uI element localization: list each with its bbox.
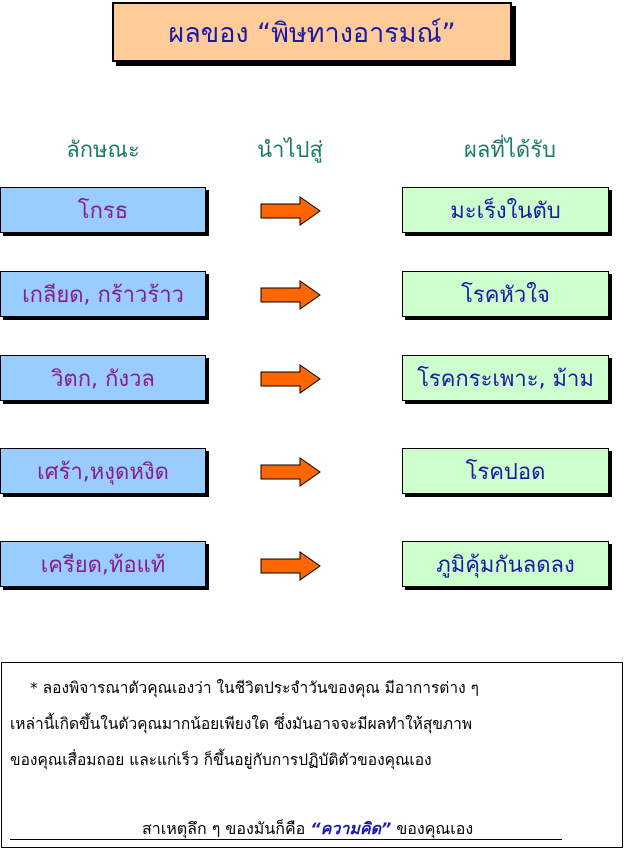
result-box-heart-disease: โรคหัวใจ bbox=[402, 271, 609, 317]
note-box: * ลองพิจารณาตัวคุณเองว่า ในชีวิตประจำวัน… bbox=[1, 662, 623, 848]
arrow-right-icon bbox=[260, 551, 321, 581]
trait-box-anxiety: วิตก, กังวล bbox=[0, 355, 206, 401]
footer-text-pre: สาเหตุลึก ๆ ของมันก็คือ bbox=[142, 819, 311, 838]
footer-highlight: “ความคิด” bbox=[310, 819, 392, 838]
result-label: มะเร็งในตับ bbox=[450, 198, 561, 224]
trait-label: เกลียด, กร้าวร้าว bbox=[22, 282, 184, 308]
arrow-right-icon bbox=[260, 280, 321, 310]
trait-label: เครียด,ท้อแท้ bbox=[40, 552, 166, 578]
trait-label: โกรธ bbox=[77, 198, 129, 224]
result-box-lung-disease: โรคปอด bbox=[402, 448, 609, 494]
result-label: ภูมิคุ้มกันลดลง bbox=[436, 552, 575, 578]
trait-label: เศร้า,หงุดหงิด bbox=[37, 459, 169, 485]
trait-box-hatred: เกลียด, กร้าวร้าว bbox=[0, 271, 206, 317]
page-title: ผลของ “พิษทางอารมณ์” bbox=[168, 17, 456, 49]
header-traits: ลักษณะ bbox=[66, 138, 140, 163]
footer-underline bbox=[10, 839, 562, 840]
note-footer: สาเหตุลึก ๆ ของมันก็คือ “ความคิด” ของคุณ… bbox=[142, 817, 473, 842]
footer-text-post: ของคุณเอง bbox=[391, 819, 474, 838]
arrow-right-icon bbox=[260, 457, 321, 487]
note-line-3: ของคุณเสื่อมถอย และแก่เร็ว ก็ขึ้นอยู่กับ… bbox=[10, 751, 432, 769]
trait-box-stress: เครียด,ท้อแท้ bbox=[0, 541, 206, 587]
arrow-right-icon bbox=[260, 364, 321, 394]
trait-label: วิตก, กังวล bbox=[51, 366, 155, 392]
note-line-1: * ลองพิจารณาตัวคุณเองว่า ในชีวิตประจำวัน… bbox=[30, 679, 479, 697]
title-box: ผลของ “พิษทางอารมณ์” bbox=[112, 2, 512, 62]
header-outcome: ผลที่ได้รับ bbox=[463, 138, 556, 163]
result-box-liver-cancer: มะเร็งในตับ bbox=[402, 187, 609, 233]
trait-box-sadness: เศร้า,หงุดหงิด bbox=[0, 448, 206, 494]
result-label: โรคหัวใจ bbox=[461, 282, 550, 308]
trait-box-anger: โกรธ bbox=[0, 187, 206, 233]
note-line-2: เหล่านี้เกิดขึ้นในตัวคุณมากน้อยเพียงใด ซ… bbox=[10, 715, 473, 733]
header-leads-to: นำไปสู่ bbox=[257, 138, 323, 163]
result-box-stomach-spleen: โรคกระเพาะ, ม้าม bbox=[402, 355, 609, 401]
result-box-immunity: ภูมิคุ้มกันลดลง bbox=[402, 541, 609, 587]
result-label: โรคปอด bbox=[465, 459, 546, 485]
result-label: โรคกระเพาะ, ม้าม bbox=[417, 366, 594, 392]
arrow-right-icon bbox=[260, 196, 321, 226]
